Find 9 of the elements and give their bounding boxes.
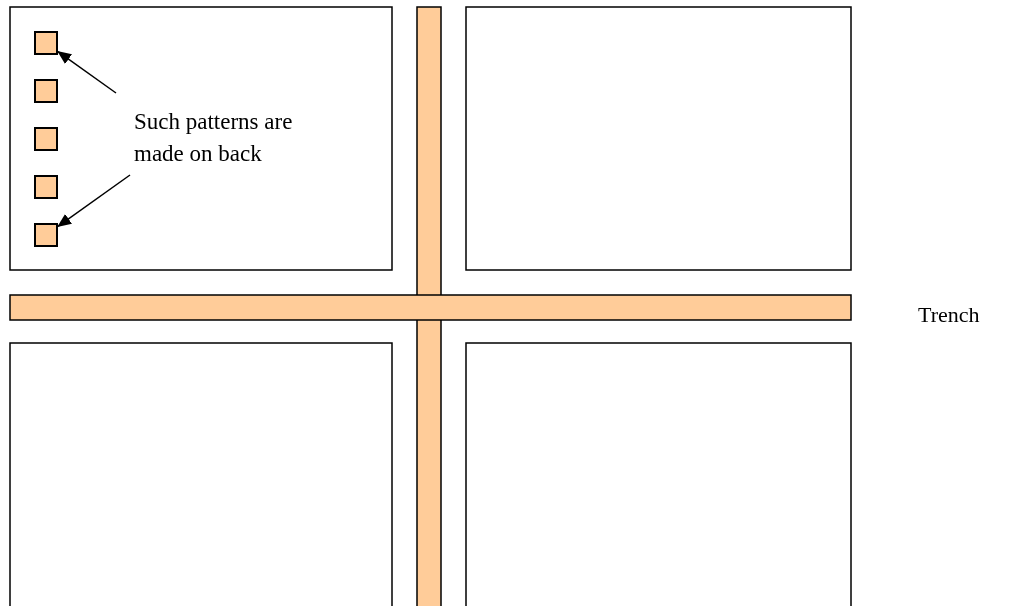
trench-label: Trench xyxy=(918,302,980,328)
pattern-square xyxy=(34,175,58,199)
pattern-square xyxy=(34,223,58,247)
note-text: Such patterns are made on back xyxy=(134,106,320,170)
pattern-square xyxy=(34,127,58,151)
leader-arrow xyxy=(57,174,131,228)
pattern-square xyxy=(34,79,58,103)
leader-arrow xyxy=(57,50,117,94)
pattern-square xyxy=(34,31,58,55)
